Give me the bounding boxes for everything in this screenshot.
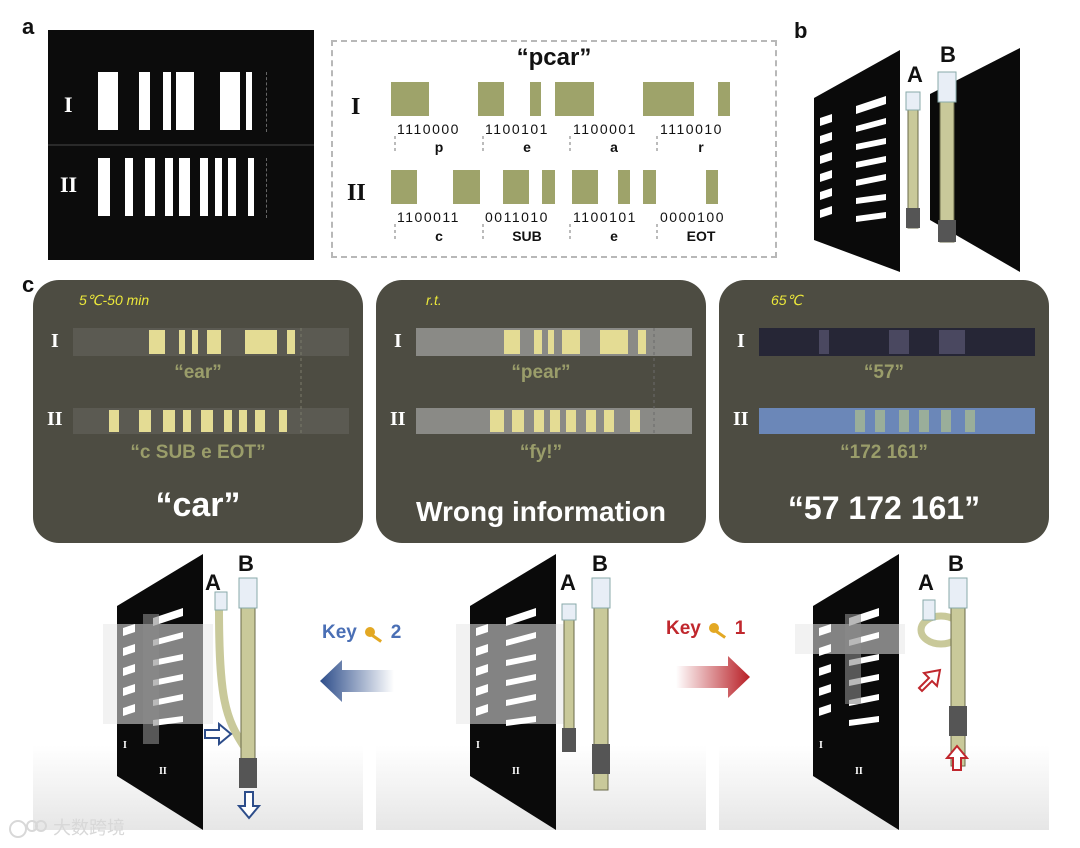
key-icon (365, 626, 383, 643)
result-panel-2: r.t. I II “pear” “fy!” Wrong information (376, 280, 706, 543)
watermark: 大数跨境 (8, 814, 125, 840)
scene-key2: I II (33, 548, 363, 830)
strip-label-A: A (560, 570, 576, 595)
char-sub: SUB (512, 228, 542, 244)
char-e: e (523, 139, 531, 155)
device-key1: I II (795, 554, 970, 830)
result-panel-1: 5℃-50 min I II “ear” “c SUB e EOT” “car” (33, 280, 363, 543)
strip-photos (416, 328, 692, 434)
device-initial: I II (456, 554, 611, 830)
key-icon (709, 622, 727, 639)
condition-label: 65℃ (771, 292, 803, 308)
code-row-label-II: II (347, 180, 366, 206)
bits-c: 1100011 (397, 209, 460, 225)
arrow-right-red (676, 656, 750, 698)
condition-label: r.t. (426, 292, 442, 308)
strip-label-A: A (918, 570, 934, 595)
char-eot: EOT (686, 228, 716, 244)
strip-label-B: B (948, 551, 964, 576)
row-label-I: I (394, 330, 402, 352)
photo-edge (266, 158, 268, 218)
row-label-I: I (51, 330, 59, 352)
strip-label-B: B (940, 42, 956, 67)
row-label-II: II (733, 408, 749, 430)
scene-key1: I II (719, 548, 1049, 830)
decoded-II: “c SUB e EOT” (130, 442, 266, 463)
svg-text:I: I (123, 740, 127, 751)
panel-label-a: a (22, 14, 35, 39)
bits-p: 1110000 (397, 121, 460, 137)
key2-text: Key (322, 622, 357, 643)
svg-text:I: I (819, 740, 823, 751)
code-row-label-I: I (351, 94, 361, 120)
strip-label-B: B (238, 551, 254, 576)
result-text: Wrong information (416, 496, 666, 527)
strip-label-A: A (205, 570, 221, 595)
char-a: a (610, 139, 618, 155)
svg-text:I: I (476, 740, 480, 751)
strip-label-B: B (592, 551, 608, 576)
result-panel-3: 65℃ I II “57” “172 161” “57 172 161” (719, 280, 1049, 543)
decoded-II: “fy!” (519, 442, 563, 463)
condition-label: 5℃-50 min (79, 292, 150, 308)
panel-label-c: c (22, 272, 35, 297)
barcode-photo: I II (48, 30, 314, 260)
bits-sub: 0011010 (485, 209, 549, 225)
key1-text: Key (666, 618, 701, 639)
device-key2: I II (103, 554, 262, 830)
svg-text:II: II (855, 766, 863, 777)
char-r: r (698, 139, 704, 155)
photo-edge (266, 72, 268, 132)
result-text: “car” (155, 486, 241, 524)
row-label-I: I (64, 92, 73, 117)
device-illustration (814, 48, 1020, 272)
code-title: “pcar” (516, 44, 592, 71)
char-p: p (434, 139, 444, 155)
svg-text:II: II (159, 766, 167, 777)
strip-photos (759, 328, 1035, 434)
strip-photos (73, 328, 349, 434)
decoded-I: “ear” (174, 362, 222, 383)
result-text: “57 172 161” (787, 490, 981, 526)
code-box: “pcar” I II (331, 40, 777, 258)
bits-a: 1100001 (573, 121, 637, 137)
barcode-bars (98, 72, 254, 216)
key2-number: 2 (390, 622, 402, 643)
photo-divider (48, 144, 314, 146)
row-label-II: II (47, 408, 63, 430)
row-label-II: II (60, 172, 78, 197)
svg-text:II: II (512, 766, 520, 777)
code-bars (391, 82, 730, 242)
arrow-left-blue (320, 660, 394, 702)
bits-r: 1110010 (660, 121, 723, 137)
char-e2: e (610, 228, 618, 244)
bits-e2: 1100101 (573, 209, 637, 225)
char-c: c (435, 228, 443, 244)
strip-label-A: A (907, 62, 923, 87)
decoded-II: “172 161” (840, 442, 928, 463)
panel-label-b: b (794, 18, 808, 43)
decoded-I: “pear” (511, 362, 571, 383)
scene-initial: I II (376, 548, 706, 830)
bits-eot: 0000100 (660, 209, 726, 225)
watermark-logo-icon (9, 820, 47, 839)
decoded-I: “57” (863, 362, 905, 383)
watermark-text: 大数跨境 (53, 818, 126, 838)
bits-e: 1100101 (485, 121, 549, 137)
key1-number: 1 (734, 618, 746, 639)
row-label-II: II (390, 408, 406, 430)
key1-label: Key 1 (666, 618, 766, 640)
key2-label: Key 2 (322, 622, 422, 644)
row-label-I: I (737, 330, 745, 352)
